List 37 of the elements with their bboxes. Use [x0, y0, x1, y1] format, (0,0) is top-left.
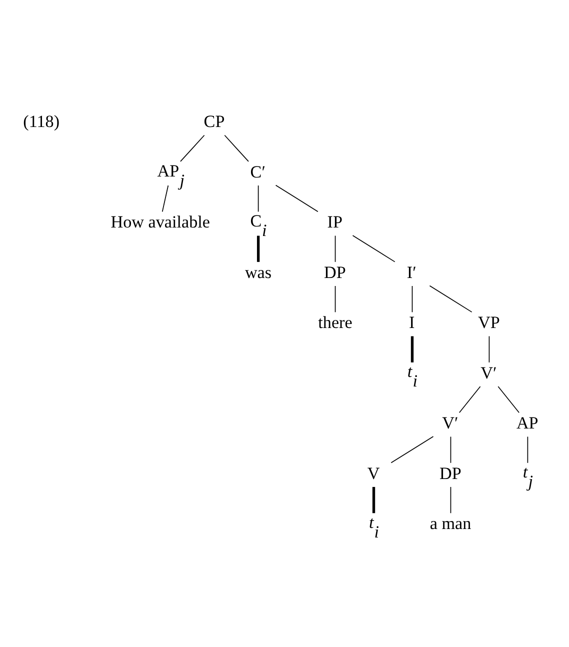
- node-text: AP: [516, 413, 538, 432]
- node-text: I′: [406, 262, 416, 282]
- connector: [498, 386, 520, 413]
- connector: [334, 234, 336, 262]
- connector: [458, 386, 481, 413]
- label: (118): [23, 112, 60, 131]
- connector: [527, 436, 528, 463]
- node-text: V′: [480, 362, 497, 382]
- node-text: VP: [478, 312, 500, 332]
- connector: [450, 436, 452, 463]
- node-text: V′: [442, 413, 458, 432]
- connector: [410, 336, 414, 362]
- connector: [372, 486, 376, 513]
- connector: [412, 285, 413, 312]
- node-text: V: [367, 463, 380, 482]
- connector: [258, 184, 259, 212]
- node-text: there: [318, 312, 352, 332]
- node-text: DP: [440, 463, 462, 482]
- connector: [429, 284, 472, 312]
- connector: [450, 486, 452, 514]
- connector: [162, 184, 169, 212]
- connector: [488, 335, 490, 362]
- connector: [224, 134, 249, 162]
- node-text: CP: [204, 112, 225, 131]
- connector: [256, 235, 260, 262]
- node-text: How available: [110, 212, 210, 232]
- connector: [275, 184, 318, 212]
- connector: [352, 234, 396, 262]
- connector: [180, 134, 205, 162]
- node-text: IP: [327, 212, 342, 232]
- connector: [390, 436, 434, 463]
- connector: [334, 285, 336, 312]
- node-text: DP: [324, 262, 346, 282]
- node-text: C′: [250, 162, 266, 181]
- node-text: a man: [430, 514, 472, 533]
- node-text: was: [244, 262, 272, 282]
- node-text: I: [409, 312, 415, 332]
